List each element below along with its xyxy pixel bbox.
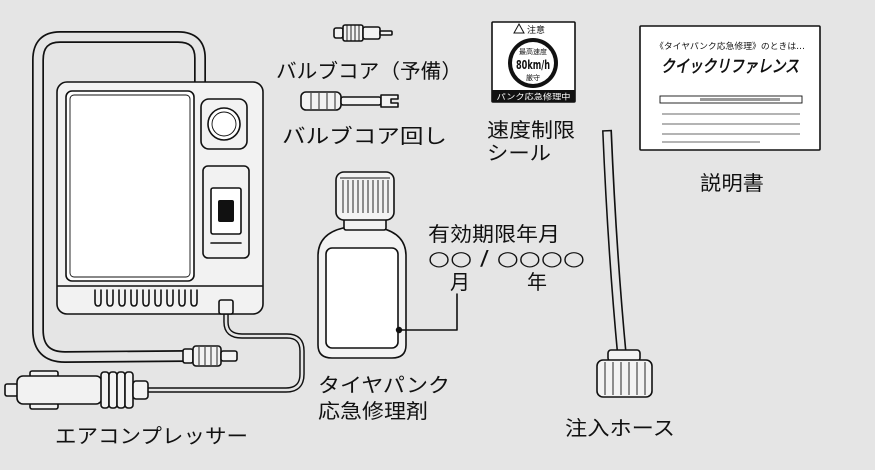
vent-slot xyxy=(142,289,150,307)
sealant-label-line2: 応急修理剤 xyxy=(318,399,428,423)
vent-slot xyxy=(106,289,114,307)
injection-hose xyxy=(596,129,653,398)
expiry-year: 年 xyxy=(527,270,547,294)
sticker-footer: パンク応急修理中 xyxy=(497,92,571,102)
manual-text-lines xyxy=(662,113,800,143)
expiry-leader-line xyxy=(398,293,458,331)
cord-exit xyxy=(218,299,234,315)
vent-slot xyxy=(154,289,162,307)
switch-frame xyxy=(202,165,250,259)
compressor-front-panel xyxy=(65,90,195,282)
vent-slot xyxy=(130,289,138,307)
vent-slot xyxy=(94,289,102,307)
knob-frame xyxy=(200,98,248,150)
compressor-label: エアコンプレッサー xyxy=(55,424,248,448)
expiry-title: 有効期限年月 xyxy=(428,222,560,246)
cigarette-plug xyxy=(4,370,149,410)
air-compressor xyxy=(4,31,305,410)
vent-slot xyxy=(178,289,186,307)
vent-slot xyxy=(166,289,174,307)
manual-text-box xyxy=(659,95,803,104)
hose-cap-ridges xyxy=(604,362,646,395)
power-cord xyxy=(146,312,305,393)
sticker-speed: 80km/h xyxy=(516,58,550,72)
valve-core-tool-icon xyxy=(300,91,399,111)
sticker-footer-bar xyxy=(492,90,575,102)
manual-label: 説明書 xyxy=(700,171,764,195)
vent-slot xyxy=(190,289,198,307)
sticker-line3: 厳守 xyxy=(526,73,540,82)
speed-sticker-label-line2: シール xyxy=(487,141,551,165)
bottle-cap-ridges xyxy=(342,180,389,213)
warning-triangle-icon xyxy=(513,22,525,34)
sticker-header: 注意 xyxy=(527,24,545,36)
bottle-label xyxy=(325,247,399,349)
power-switch-icon xyxy=(218,200,234,222)
manual-title: クイックリファレンス xyxy=(661,57,799,77)
bottle-cap xyxy=(335,171,395,221)
sticker-line1: 最高速度 xyxy=(519,47,547,56)
speed-sticker-label-line1: 速度制限 xyxy=(487,118,575,142)
manual-subtitle: 《タイヤパンク応急修理》のときは… xyxy=(655,41,805,52)
sealant-label-line1: タイヤパンク xyxy=(318,373,450,397)
valve-adapter xyxy=(182,345,238,367)
manual-text-bar xyxy=(700,98,780,101)
expiry-placeholder: ○○ / ○○○○ xyxy=(428,246,585,270)
valve-core-icon xyxy=(333,24,393,42)
expiry-month: 月 xyxy=(450,270,470,294)
valve-core-tool-label: バルブコア回し xyxy=(282,124,447,148)
valve-core-spare-label: バルブコア（予備） xyxy=(276,59,462,83)
speed-limit-sticker: 注意 最高速度 80km/h 厳守 パンク応急修理中 xyxy=(491,21,576,103)
vent-slot xyxy=(118,289,126,307)
injection-hose-label: 注入ホース xyxy=(565,416,675,440)
compressor-panel-bevel xyxy=(69,94,191,278)
pressure-knob-ring xyxy=(211,111,237,137)
speed-circle-inner xyxy=(512,42,554,84)
pressure-knob-icon xyxy=(207,107,241,141)
sealant-bottle xyxy=(317,171,458,359)
air-tube xyxy=(32,31,206,363)
vent-slots xyxy=(94,289,198,307)
manual-booklet: 《タイヤパンク応急修理》のときは… クイックリファレンス xyxy=(639,25,821,151)
hose-cap xyxy=(596,359,653,398)
